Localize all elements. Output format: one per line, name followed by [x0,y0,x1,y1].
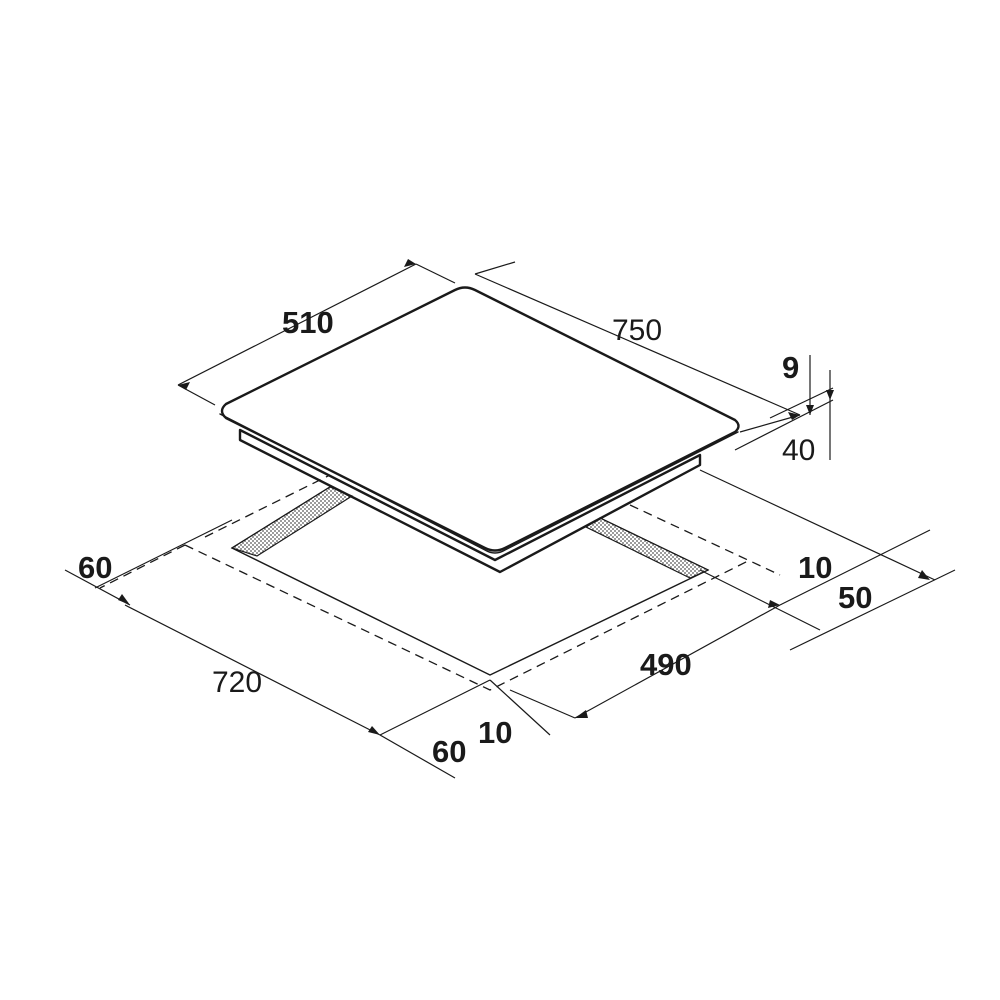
worktop-outline-rear-right [629,504,781,576]
hob-body [219,286,740,574]
label-front-clearance: 60 [432,734,466,769]
label-glass-thickness: 9 [782,350,799,385]
dim-line-60-front [379,734,456,779]
dimension-lines [64,259,956,779]
dim-line-490 [574,604,781,719]
cutout-edge-front [231,547,709,676]
dim-line-10-front [489,679,551,736]
worktop-outline-inner [184,544,751,691]
label-left-clearance: 60 [78,550,112,585]
dim-line-720 [124,604,381,736]
dim-line-50 [699,469,936,581]
label-cutout-depth: 490 [640,647,692,682]
label-hob-width: 750 [612,314,662,347]
support-strip-right [584,517,710,579]
dim-line-510 [177,263,417,386]
worktop-edge-left [99,544,186,589]
dim-line-750 [474,273,801,416]
label-hob-depth: 510 [282,305,334,340]
worktop-outline-rear-left [204,474,331,538]
hob-housing [238,428,702,574]
support-strip-left [230,486,354,557]
label-body-height: 40 [782,434,815,467]
label-front-gap: 10 [478,715,512,750]
label-right-gap: 10 [798,550,832,585]
dim-line-10-right [789,569,956,651]
hob-glass-edge [219,413,739,554]
dimension-labels: 510 750 9 40 60 720 10 50 490 10 60 [78,305,872,769]
label-rear-clearance: 50 [838,580,872,615]
label-cutout-width: 720 [212,666,262,699]
